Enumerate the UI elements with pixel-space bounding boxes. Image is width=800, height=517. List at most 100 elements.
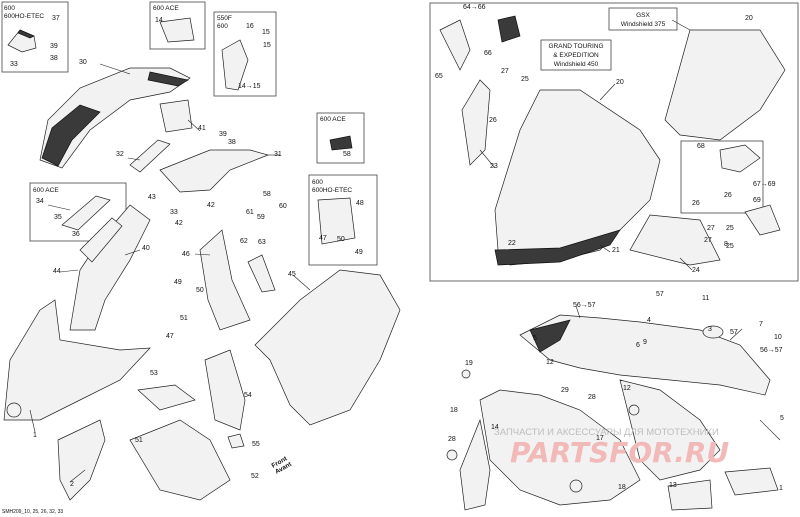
callout-number: 61	[246, 209, 254, 216]
callout-number: 55	[252, 441, 260, 448]
callout-number: 13	[669, 482, 677, 489]
callout-number: 57	[730, 329, 738, 336]
part-18-grommet	[569, 479, 583, 493]
callout-number: 24	[692, 267, 700, 274]
callout-number: 64→66	[463, 4, 486, 11]
callout-number: 27	[707, 225, 715, 232]
box-600-etec-top	[1, 1, 69, 73]
footer-code: SMH209_10, 25, 26, 32, 33	[2, 509, 63, 515]
callout-number: 28	[448, 436, 456, 443]
callout-number: 28	[588, 394, 596, 401]
callout-number: 32	[116, 151, 124, 158]
callout-number: 12	[546, 359, 554, 366]
callout-number: 57	[656, 291, 664, 298]
part-68-mirror	[719, 144, 761, 173]
part-32-grill	[129, 139, 171, 173]
callout-number: 50	[196, 287, 204, 294]
part-43-trim	[79, 217, 123, 263]
part-40-side-panel	[69, 204, 151, 331]
callout-number: 11	[702, 295, 709, 302]
callout-number: 26	[489, 117, 497, 124]
part-7-ring	[702, 325, 724, 339]
box-mirror-detail	[680, 140, 764, 214]
callout-number: 20	[745, 15, 753, 22]
callout-number: 50	[337, 236, 345, 243]
callout-number: 27	[704, 237, 712, 244]
callout-number: 29	[561, 387, 569, 394]
callout-number: 17	[596, 435, 604, 442]
callout-number: 39	[219, 131, 227, 138]
box-gsx-label	[608, 7, 678, 31]
gsx-label: GSX	[636, 12, 650, 19]
part-65-mirror	[439, 19, 471, 71]
callout-number: 21	[612, 247, 620, 254]
part-69-mirror-bracket	[744, 204, 781, 236]
callout-number: 7	[759, 321, 763, 328]
callout-number: 59	[257, 214, 265, 221]
watermark-line1: ЗАПЧАСТИ И АКСЕССУАРЫ ДЛЯ МОТОТЕХНИКИ	[494, 427, 719, 438]
callout-number: 25	[726, 225, 734, 232]
box-label-550f: 550F	[217, 15, 232, 22]
callout-number: 15	[263, 42, 271, 49]
part-30-vent	[41, 104, 101, 167]
part-58-clip	[329, 135, 353, 151]
callout-number: 66	[484, 50, 492, 57]
callout-number: 25	[521, 76, 529, 83]
part-12-belly	[619, 379, 721, 481]
part-13-panel	[667, 479, 713, 511]
callout-number: 51	[135, 437, 143, 444]
callout-number: 40	[142, 245, 150, 252]
watermark-line2: PARTSFOR.RU	[510, 436, 729, 469]
callout-number: 44	[53, 268, 61, 275]
part-20-windshield-gt	[494, 89, 661, 266]
callout-number: 16	[246, 23, 254, 30]
callout-number: 5	[780, 415, 784, 422]
front-avant-tag: Front Avant	[271, 455, 294, 476]
callout-number: 56→57	[760, 347, 783, 354]
box-600-etec-mid	[308, 174, 378, 266]
part-14-box	[159, 17, 195, 43]
callout-number: 62	[240, 238, 248, 245]
part-30-edge	[147, 71, 189, 87]
callout-number: 18	[618, 484, 626, 491]
part-1-bottom-panel	[724, 467, 779, 496]
callout-number: 4	[647, 317, 651, 324]
callout-number: 42	[207, 202, 215, 209]
grand-touring-label: GRAND TOURING	[548, 43, 603, 50]
callout-number: 45	[288, 271, 296, 278]
part-29-grommet	[628, 404, 640, 416]
callout-number: 58	[343, 151, 351, 158]
box-label-600-ace: 600 ACE	[33, 187, 59, 194]
callout-number: 52	[251, 473, 259, 480]
callout-number: 27	[501, 68, 509, 75]
callout-number: 23	[490, 163, 498, 170]
callout-number: 68	[697, 143, 705, 150]
callout-number: 53	[150, 370, 158, 377]
callout-number: 36	[72, 231, 80, 238]
windshield-450-label: Windshield 450	[554, 61, 599, 68]
callout-number: 12	[623, 385, 631, 392]
expedition-label: & EXPEDITION	[553, 52, 599, 59]
callout-number: 58	[263, 191, 271, 198]
callout-number: 47	[166, 333, 174, 340]
callout-number: 5	[533, 335, 537, 342]
callout-number: 26	[692, 200, 700, 207]
callout-number: 30	[79, 59, 87, 66]
callout-number: 49	[355, 249, 363, 256]
callout-number: 19	[465, 360, 473, 367]
box-label-600: 600	[217, 23, 228, 30]
box-600-ace-top	[149, 1, 206, 50]
callout-number: 65	[435, 73, 443, 80]
callout-number: 25	[726, 243, 734, 250]
callout-number: 38	[50, 55, 58, 62]
part-46-bracket	[199, 229, 251, 331]
leader-lines	[29, 19, 781, 483]
box-label-600-ace: 600 ACE	[153, 5, 179, 12]
callout-number: 46	[182, 251, 190, 258]
callout-number: 1	[779, 485, 783, 492]
callout-number: 49	[174, 279, 182, 286]
callout-number: 38	[228, 139, 236, 146]
part-48-panel	[317, 197, 356, 245]
callout-number: 14	[491, 424, 499, 431]
